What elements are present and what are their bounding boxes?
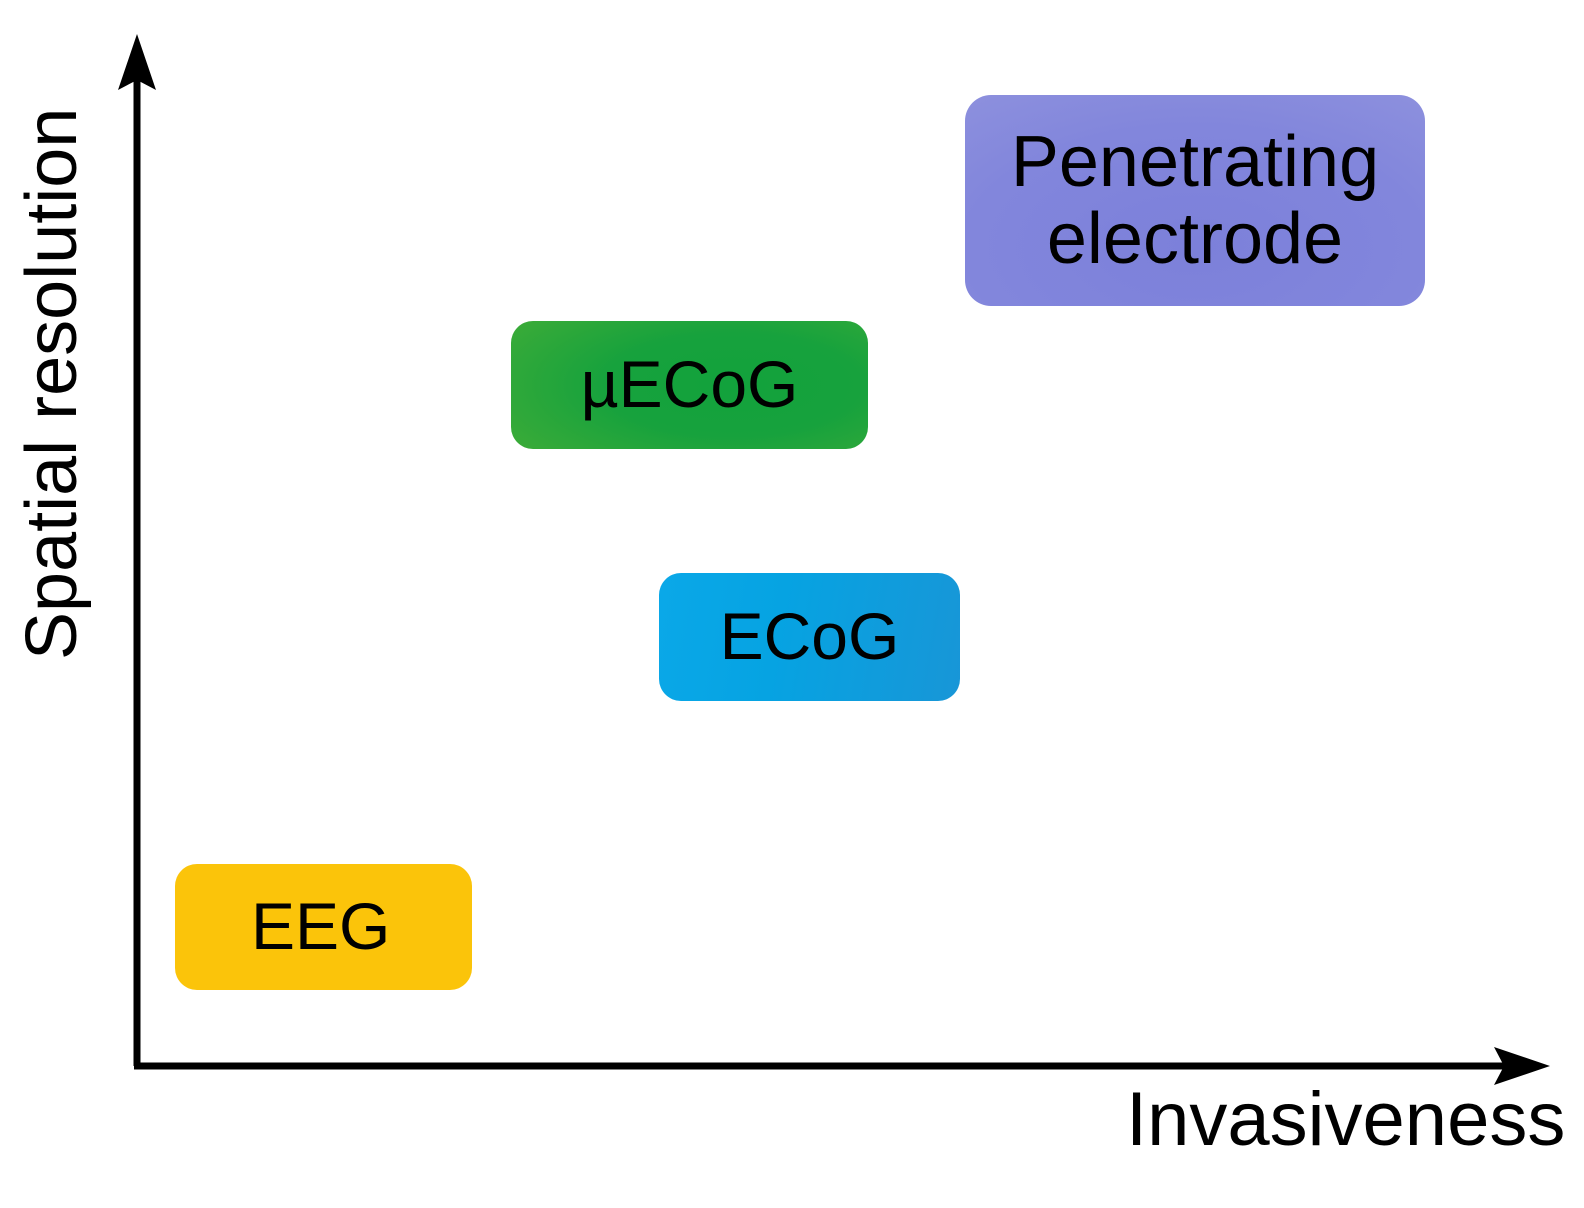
modality-label-uecog: µECoG — [580, 347, 799, 422]
modality-label-ecog: ECoG — [719, 599, 900, 674]
modality-box-penetrating-electrode: Penetrating electrode — [965, 95, 1425, 306]
y-axis-label: Spatial resolution — [12, 107, 92, 660]
modality-label-eeg: EEG — [251, 889, 391, 964]
modality-label-penetrating-line1: Penetrating — [1010, 122, 1380, 203]
x-axis-label: Invasiveness — [1126, 1077, 1566, 1162]
modality-box-uecog: µECoG — [511, 321, 868, 449]
modality-box-eeg: EEG — [175, 864, 472, 990]
y-axis-arrow-icon — [118, 34, 156, 90]
modality-box-ecog: ECoG — [659, 573, 960, 701]
modality-label-penetrating-line2: electrode — [1046, 198, 1344, 279]
